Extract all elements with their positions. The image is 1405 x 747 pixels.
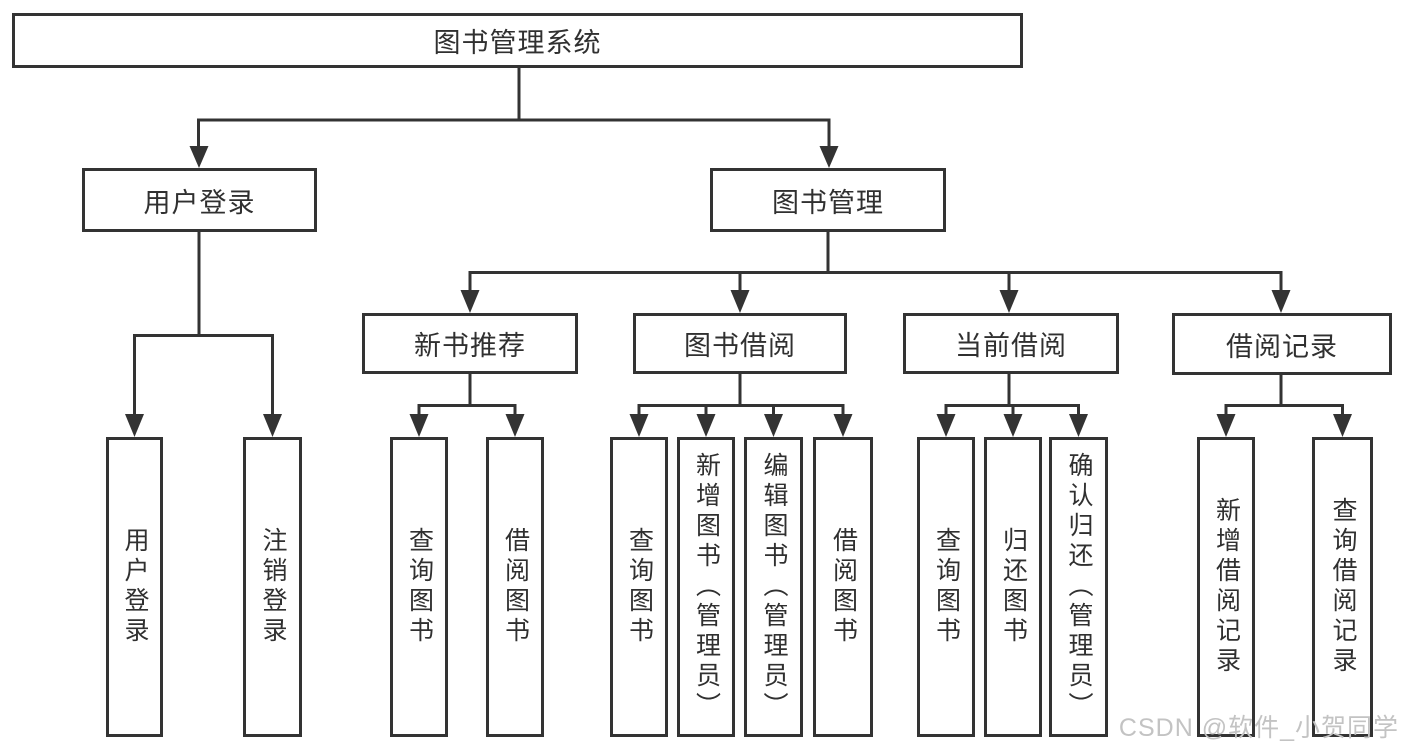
node-current-borrow-label: 当前借阅	[955, 331, 1067, 361]
connectors-root	[189, 68, 839, 168]
arrowhead	[125, 414, 144, 437]
leaf-borrow-books-2: 借阅图书	[813, 437, 873, 737]
arrowhead	[833, 414, 853, 437]
arrowhead	[263, 414, 282, 437]
leaf-query-borrow-record-label: 查询借阅记录	[1329, 497, 1357, 677]
arrowhead	[409, 414, 429, 437]
leaf-edit-books-admin: 编辑图书（管理员）	[744, 437, 803, 737]
leaf-user-login-label: 用户登录	[121, 527, 149, 647]
arrowhead	[730, 290, 750, 313]
leaf-query-books-1-label: 查询图书	[405, 527, 434, 647]
node-borrow-records: 借阅记录	[1172, 313, 1392, 375]
leaf-borrow-books-2-label: 借阅图书	[829, 527, 858, 647]
node-root-label: 图书管理系统	[433, 28, 602, 58]
leaf-borrow-books-1: 借阅图书	[486, 437, 544, 737]
node-root: 图书管理系统	[12, 13, 1023, 68]
node-new-book-recommend-label: 新书推荐	[414, 331, 526, 361]
node-current-borrow: 当前借阅	[903, 313, 1119, 374]
arrowhead	[764, 414, 783, 437]
arrowhead	[505, 414, 525, 437]
leaf-add-borrow-record-label: 新增借阅记录	[1212, 497, 1241, 677]
leaf-borrow-books-1-label: 借阅图书	[501, 527, 530, 647]
node-book-management-label: 图书管理	[772, 187, 884, 218]
leaf-add-borrow-record: 新增借阅记录	[1197, 437, 1255, 737]
connectors-current-borrow	[936, 374, 1088, 437]
leaf-return-books-label: 归还图书	[999, 527, 1028, 647]
leaf-logout: 注销登录	[243, 437, 302, 737]
node-new-book-recommend: 新书推荐	[362, 313, 578, 374]
leaf-add-books-admin: 新增图书（管理员）	[677, 437, 735, 737]
arrowhead	[460, 290, 480, 313]
arrowhead	[1216, 414, 1236, 437]
arrowhead	[1333, 414, 1352, 437]
node-borrow-records-label: 借阅记录	[1226, 331, 1338, 362]
arrowhead	[696, 414, 716, 437]
connectors-new-book	[409, 374, 525, 437]
leaf-query-books-3-label: 查询图书	[932, 527, 961, 647]
arrowhead	[819, 146, 839, 168]
connectors-borrow-records	[1216, 375, 1352, 437]
leaf-logout-label: 注销登录	[259, 527, 287, 647]
leaf-query-books-2: 查询图书	[610, 437, 668, 737]
leaf-return-books: 归还图书	[984, 437, 1042, 737]
leaf-confirm-return-admin-label: 确认归还（管理员）	[1065, 452, 1093, 722]
leaf-query-books-1: 查询图书	[390, 437, 448, 737]
leaf-edit-books-admin-label: 编辑图书（管理员）	[760, 452, 788, 722]
node-user-login: 用户登录	[82, 168, 317, 232]
arrowhead	[999, 290, 1019, 313]
arrowhead	[1069, 414, 1088, 437]
connectors-book-management	[460, 232, 1291, 313]
arrowhead	[936, 414, 956, 437]
arrowhead	[1271, 290, 1291, 313]
connectors-user-login	[125, 232, 282, 437]
connectors-book-borrow	[629, 374, 853, 437]
leaf-add-books-admin-label: 新增图书（管理员）	[692, 452, 721, 722]
leaf-user-login: 用户登录	[106, 437, 163, 737]
node-book-borrow: 图书借阅	[633, 313, 847, 374]
leaf-confirm-return-admin: 确认归还（管理员）	[1049, 437, 1108, 737]
arrowhead	[1003, 414, 1023, 437]
node-book-management: 图书管理	[710, 168, 946, 232]
csdn-watermark: CSDN @软件_小贺同学	[1118, 714, 1399, 742]
node-user-login-label: 用户登录	[143, 187, 256, 218]
node-book-borrow-label: 图书借阅	[684, 331, 796, 361]
arrowhead	[629, 414, 649, 437]
arrowhead	[189, 146, 209, 168]
leaf-query-books-2-label: 查询图书	[625, 527, 654, 647]
leaf-query-borrow-record: 查询借阅记录	[1312, 437, 1373, 737]
leaf-query-books-3: 查询图书	[917, 437, 975, 737]
